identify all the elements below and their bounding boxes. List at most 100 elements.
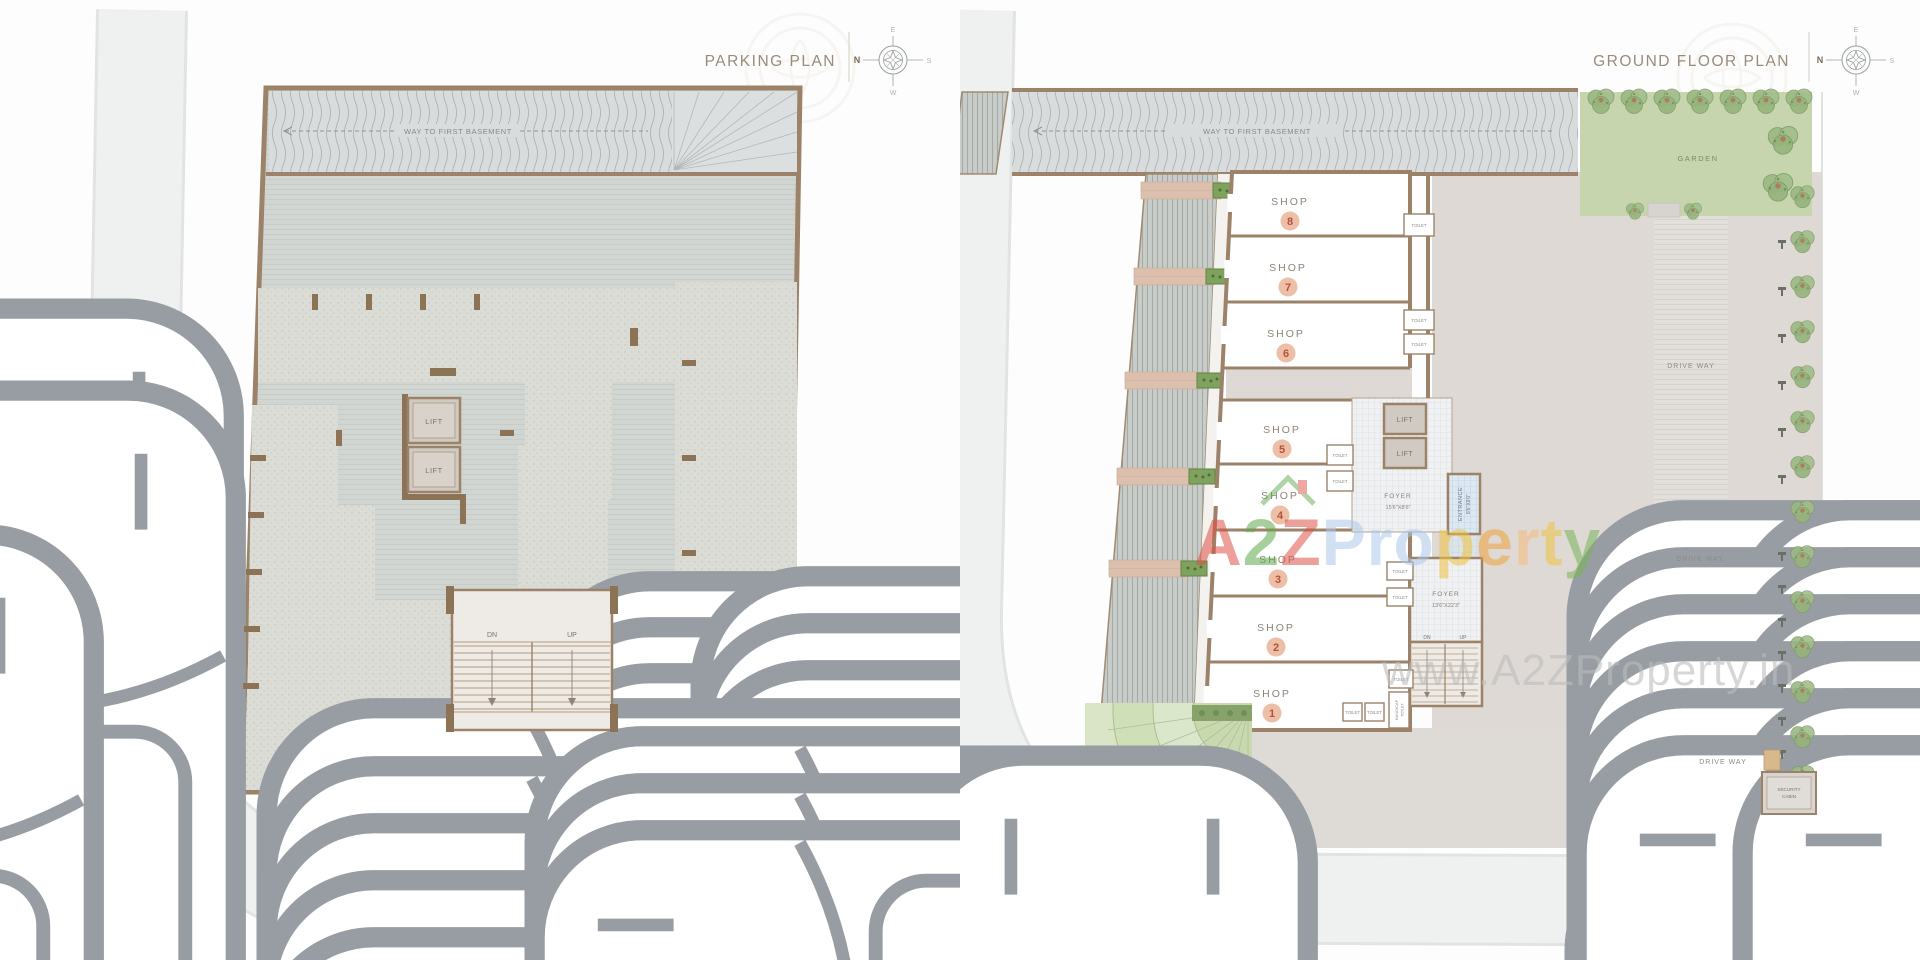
toilet: TOILET <box>1326 470 1354 492</box>
toilets-group: TOILET TOILET TOILET TOILET TOILET TOILET TOIL… <box>1326 213 1435 722</box>
compass-w: W <box>890 90 897 97</box>
parking-plan: WAY TO FIRST BASEMENT LIFT LIFT DN UP <box>0 9 960 960</box>
wall-stub <box>682 455 696 461</box>
wall-stubs <box>243 294 696 689</box>
svg-text:3: 3 <box>1275 574 1281 586</box>
fence-post-icon <box>1778 552 1786 561</box>
svg-text:SHOP: SHOP <box>1257 622 1295 634</box>
toilet: TOILET <box>1386 561 1414 581</box>
fence-post-icon <box>1778 618 1786 627</box>
garden-label: GARDEN <box>1677 154 1718 163</box>
toilet-label: TOILET <box>1333 453 1348 458</box>
fence-posts <box>1778 240 1786 759</box>
fence-post-icon <box>1778 585 1786 594</box>
svg-text:7: 7 <box>1285 282 1291 294</box>
security-cabin: SECURITY CABIN <box>1761 749 1817 815</box>
compass-icon: N E S W <box>1817 27 1895 97</box>
shop-3: SHOP 3 <box>1259 554 1297 589</box>
svg-text:ENTRANCE: ENTRANCE <box>1458 487 1464 521</box>
parking-floor <box>238 85 803 795</box>
fence-post-icon <box>1778 475 1786 484</box>
compass-s: S <box>1890 58 1895 65</box>
car-icon <box>960 754 1309 960</box>
parking-bay <box>675 282 797 585</box>
wall-stub <box>630 328 638 346</box>
shop-5: SHOP 5 <box>1263 424 1301 459</box>
basement-ramp: WAY TO FIRST BASEMENT <box>266 91 800 176</box>
toilet-label: TOILET <box>1412 318 1427 323</box>
svg-text:15'6"X8'6": 15'6"X8'6" <box>1386 505 1411 511</box>
door-opening <box>1210 554 1217 572</box>
fence-post-icon <box>1778 428 1786 437</box>
lift-label: LIFT <box>425 466 442 475</box>
toilet-label: TOILET <box>1394 677 1409 682</box>
toilet-label: TOILET <box>1345 710 1360 715</box>
svg-text:8'6"X9'0": 8'6"X9'0" <box>1466 494 1472 514</box>
compass-e: E <box>891 27 896 34</box>
fence-post-icon <box>1778 651 1786 660</box>
svg-text:5: 5 <box>1279 444 1285 456</box>
svg-text:HANDICAP: HANDICAP <box>1394 699 1399 720</box>
wall-stub <box>244 626 260 632</box>
fence-post-icon <box>1778 240 1786 249</box>
shops-block <box>1202 170 1412 732</box>
svg-text:6: 6 <box>1283 348 1289 360</box>
shop-6: SHOP 6 <box>1267 328 1305 363</box>
toilet: TOILET <box>1326 444 1354 466</box>
handicap-toilet: HANDICAP TOILET <box>1388 691 1410 729</box>
compass-n: N <box>1817 55 1824 65</box>
fence-post-icon <box>1778 684 1786 693</box>
toilet: TOILET <box>1403 213 1435 237</box>
title-block: GROUND FLOOR PLAN N E S W <box>1593 27 1895 97</box>
svg-text:SHOP: SHOP <box>1267 328 1305 340</box>
svg-text:SHOP: SHOP <box>1259 554 1297 566</box>
toilet-label: TOILET <box>1412 223 1427 228</box>
driveway-label: DRIVE WAY <box>1699 759 1747 766</box>
svg-text:FOYER: FOYER <box>1384 493 1411 500</box>
door-opening <box>1221 326 1228 344</box>
svg-text:4: 4 <box>1277 510 1284 522</box>
lift-2: LIFT <box>406 445 462 494</box>
gate <box>1763 749 1781 771</box>
svg-text:SHOP: SHOP <box>1263 424 1301 436</box>
toilet: TOILET <box>1364 702 1385 722</box>
lift-block: LIFT LIFT <box>402 394 466 524</box>
svg-text:TOILET: TOILET <box>1400 702 1405 716</box>
driveway-labels: DRIVE WAY DRIVE WAY DRIVE WAY <box>1667 363 1747 766</box>
door-opening <box>1216 422 1223 440</box>
fence-post-icon <box>1778 381 1786 390</box>
service-gap <box>1226 368 1412 400</box>
wall-stub <box>250 455 266 461</box>
entrance: ENTRANCE 8'6"X9'0" <box>1446 472 1482 558</box>
plan-title: PARKING PLAN <box>705 53 836 70</box>
toilet-label: TOILET <box>1367 710 1382 715</box>
wall-stub <box>312 294 318 310</box>
toilet-label: TOILET <box>1393 595 1408 600</box>
ramp-direction: WAY TO FIRST BASEMENT <box>1032 124 1555 137</box>
svg-text:13'6"X22'3": 13'6"X22'3" <box>1432 603 1460 609</box>
compass-w: W <box>1853 90 1860 97</box>
wall-stub <box>246 569 262 575</box>
wall-stub <box>682 550 696 556</box>
svg-text:SECURITY: SECURITY <box>1777 787 1800 792</box>
fence-post-icon <box>1778 334 1786 343</box>
svg-text:2: 2 <box>1273 642 1279 654</box>
staircase: DN UP <box>1408 635 1484 708</box>
wall-stub <box>474 294 480 310</box>
stairs-down-label: DN <box>487 632 497 639</box>
fence-post-icon <box>1778 717 1786 726</box>
lift-1: LIFT <box>406 396 462 445</box>
ramp-label: WAY TO FIRST BASEMENT <box>1203 127 1311 136</box>
staircase: DN UP <box>446 586 618 732</box>
driveway-label: DRIVE WAY <box>1667 363 1715 370</box>
svg-text:SHOP: SHOP <box>1271 196 1309 208</box>
toilet-label: TOILET <box>1393 569 1408 574</box>
car-icon <box>0 533 95 960</box>
core: LIFT LIFT FOYER 15'6"X8'6" ENTRANCE 8'6"… <box>1351 172 1484 708</box>
title-block: PARKING PLAN N E S W <box>705 27 932 97</box>
wall-stub <box>430 368 456 376</box>
stairs-down-label: DN <box>1423 635 1431 641</box>
wall-stub <box>682 360 696 366</box>
